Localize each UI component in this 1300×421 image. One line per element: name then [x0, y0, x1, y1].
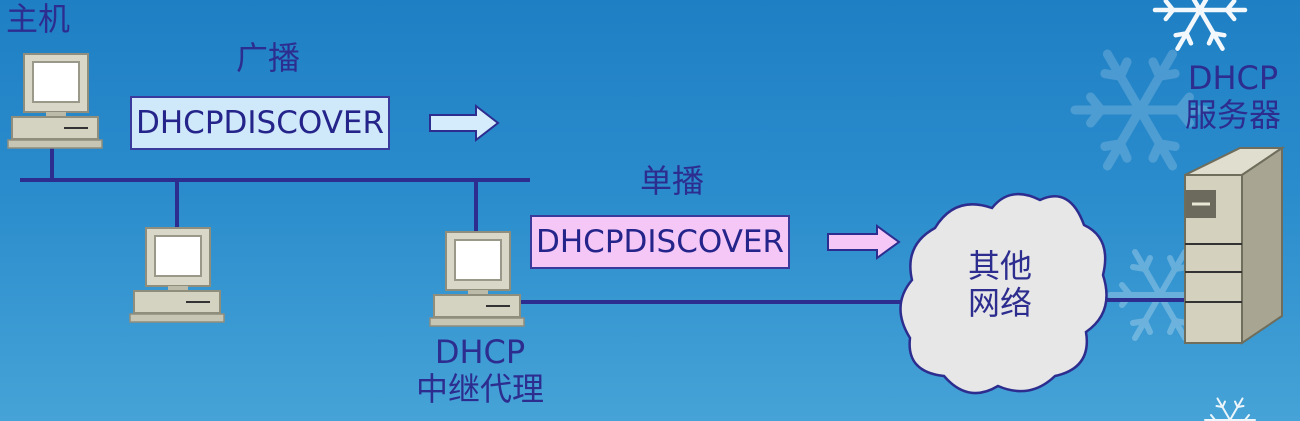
- unicast-label: 单播: [640, 162, 705, 200]
- other-network-label-line1: 其他: [967, 247, 1032, 285]
- dhcp-server-label-line2: 服务器: [1184, 95, 1281, 134]
- relay-agent-label-line1: DHCP: [434, 333, 526, 371]
- host-computer-icon: [7, 53, 103, 149]
- broadcast-arrow-icon: [429, 103, 500, 143]
- unicast-dhcpdiscover-message: DHCPDISCOVER: [530, 215, 791, 269]
- dhcp-server-label-line1: DHCP: [1187, 59, 1279, 97]
- snowflake-decoration-top: [1154, 0, 1246, 50]
- relay-agent-label-line2: 中继代理: [415, 369, 544, 408]
- other-network-cloud-icon: [899, 192, 1108, 395]
- network-lines: [20, 148, 1190, 304]
- dhcp-server-icon: [1184, 146, 1286, 345]
- other-network-label-line2: 网络: [967, 283, 1032, 322]
- unicast-arrow-icon: [827, 224, 901, 260]
- relay-agent-computer-icon: [429, 231, 525, 327]
- broadcast-dhcpdiscover-message: DHCPDISCOVER: [130, 96, 391, 150]
- lan-computer-icon: [129, 227, 225, 323]
- relay-agent-label: DHCP 中继代理: [408, 334, 552, 408]
- snowflake-decoration-bottom: [1204, 398, 1256, 421]
- dhcp-server-label: DHCP 服务器: [1166, 60, 1300, 134]
- broadcast-label: 广播: [236, 39, 301, 77]
- other-network-label: 其他 网络: [952, 248, 1048, 322]
- host-label: 主机: [6, 0, 71, 38]
